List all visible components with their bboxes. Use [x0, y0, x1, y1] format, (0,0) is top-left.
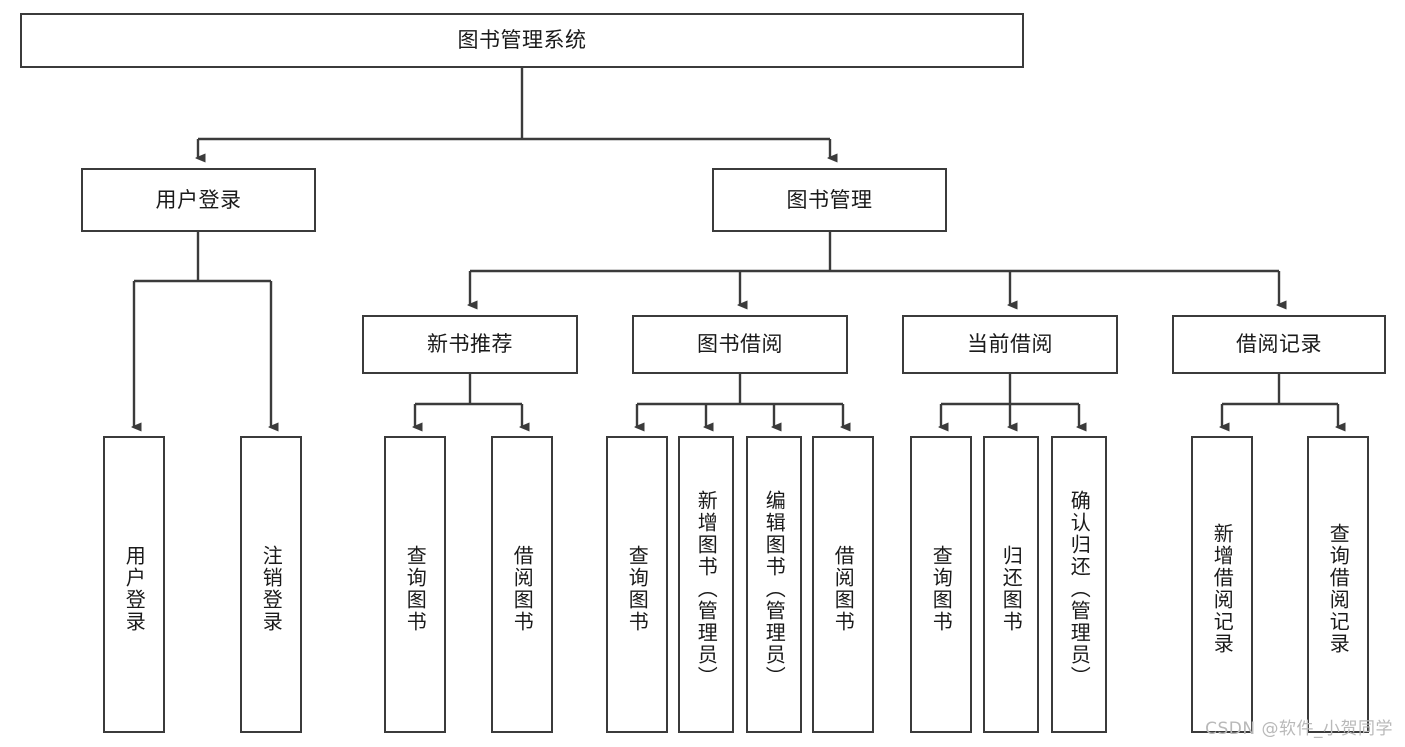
leaf-label: 新增图书（管理员） [694, 489, 719, 688]
leaf-borrow-book[interactable]: 借阅图书 [812, 436, 874, 733]
node-new-book-recommend[interactable]: 新书推荐 [362, 315, 578, 374]
leaf-return-book[interactable]: 归还图书 [983, 436, 1039, 733]
leaf-label: 确认归还（管理员） [1067, 489, 1092, 688]
leaf-query-book-current[interactable]: 查询图书 [910, 436, 972, 733]
node-current-borrow[interactable]: 当前借阅 [902, 315, 1118, 374]
leaf-label: 查询借阅记录 [1326, 522, 1351, 655]
leaf-label: 查询图书 [929, 544, 954, 633]
leaf-label: 新增借阅记录 [1210, 522, 1235, 655]
leaf-query-book-borrow[interactable]: 查询图书 [606, 436, 668, 733]
node-label: 图书管理 [786, 187, 873, 212]
leaf-add-book[interactable]: 新增图书（管理员） [678, 436, 734, 733]
node-book-borrow[interactable]: 图书借阅 [632, 315, 848, 374]
leaf-user-login[interactable]: 用户登录 [103, 436, 165, 733]
watermark-text: CSDN @软件_小贺同学 [1205, 719, 1393, 739]
leaf-query-borrow-record[interactable]: 查询借阅记录 [1307, 436, 1369, 733]
node-borrow-record[interactable]: 借阅记录 [1172, 315, 1386, 374]
leaf-label: 查询图书 [403, 544, 428, 633]
leaf-confirm-return[interactable]: 确认归还（管理员） [1051, 436, 1107, 733]
node-book-management-system[interactable]: 图书管理系统 [20, 13, 1024, 68]
node-label: 借阅记录 [1236, 332, 1322, 357]
leaf-borrow-book-recommend[interactable]: 借阅图书 [491, 436, 553, 733]
leaf-edit-book[interactable]: 编辑图书（管理员） [746, 436, 802, 733]
leaf-label: 编辑图书（管理员） [762, 489, 787, 688]
leaf-label: 归还图书 [999, 544, 1024, 633]
node-label: 当前借阅 [967, 332, 1053, 357]
leaf-label: 借阅图书 [510, 544, 535, 633]
node-label: 图书借阅 [697, 332, 783, 357]
leaf-add-borrow-record[interactable]: 新增借阅记录 [1191, 436, 1253, 733]
node-book-management[interactable]: 图书管理 [712, 168, 947, 232]
leaf-label: 查询图书 [625, 544, 650, 633]
node-label: 新书推荐 [427, 332, 513, 357]
leaf-label: 借阅图书 [831, 544, 856, 633]
leaf-label: 用户登录 [122, 544, 147, 633]
node-label: 图书管理系统 [457, 28, 587, 53]
node-user-login[interactable]: 用户登录 [81, 168, 316, 232]
leaf-label: 注销登录 [259, 544, 284, 633]
leaf-logout-login[interactable]: 注销登录 [240, 436, 302, 733]
node-label: 用户登录 [155, 187, 242, 212]
leaf-query-book-recommend[interactable]: 查询图书 [384, 436, 446, 733]
